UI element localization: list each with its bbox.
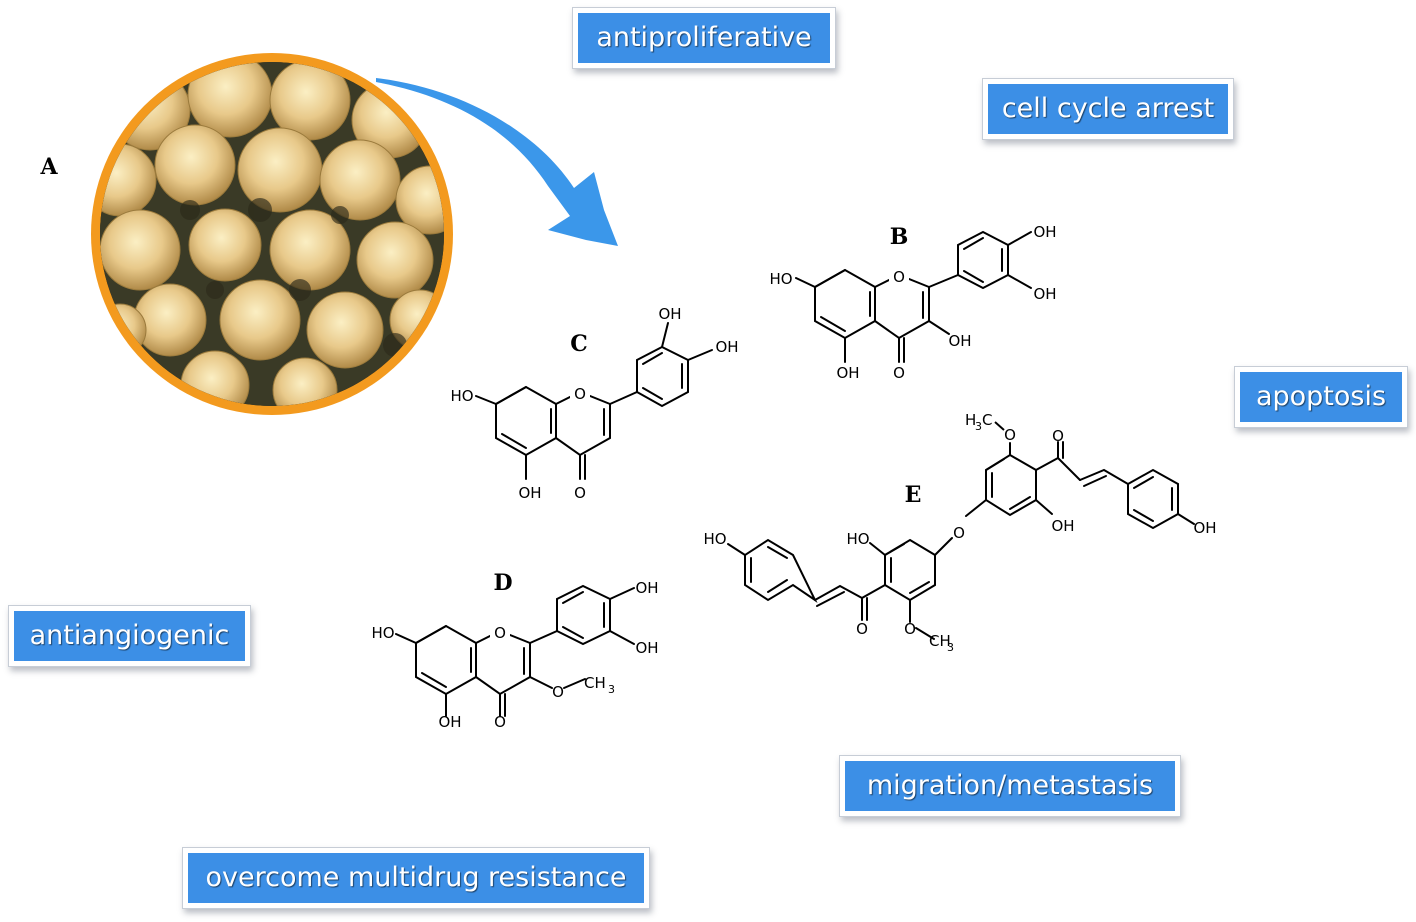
structure-c <box>475 322 713 480</box>
svg-text:O: O <box>953 524 965 542</box>
svg-text:OH: OH <box>948 332 971 350</box>
panel-label-e: E <box>905 482 922 508</box>
tag-migration-metastasis: migration/metastasis <box>845 761 1175 811</box>
svg-text:HO: HO <box>846 530 869 548</box>
svg-text:CH: CH <box>584 674 606 692</box>
chrysanthemum-flowers-photo-icon <box>100 62 444 406</box>
structure-b <box>795 230 1032 363</box>
tag-antiproliferative: antiproliferative <box>578 13 830 63</box>
svg-text:CH: CH <box>929 632 951 650</box>
svg-text:HO: HO <box>769 270 792 288</box>
panel-label-a: A <box>39 154 58 180</box>
panel-label-b: B <box>890 224 909 250</box>
svg-text:OH: OH <box>518 484 541 502</box>
svg-text:O: O <box>904 620 916 638</box>
svg-text:3: 3 <box>947 641 954 654</box>
panel-label-c: C <box>570 331 588 357</box>
tag-cell-cycle-arrest: cell cycle arrest <box>988 84 1228 134</box>
tag-apoptosis: apoptosis <box>1240 372 1402 422</box>
svg-text:3: 3 <box>975 420 982 433</box>
svg-text:O: O <box>574 385 586 403</box>
tag-overcome-multidrug-resistance: overcome multidrug resistance <box>188 853 644 903</box>
svg-text:OH: OH <box>438 713 461 731</box>
svg-text:OH: OH <box>836 364 859 382</box>
curved-arrow-icon <box>376 78 618 246</box>
svg-text:O: O <box>1004 426 1016 444</box>
svg-text:O: O <box>552 683 564 701</box>
svg-text:HO: HO <box>450 387 473 405</box>
svg-text:OH: OH <box>715 338 738 356</box>
svg-text:H: H <box>965 411 976 429</box>
structure-d <box>395 584 635 717</box>
svg-text:O: O <box>856 620 868 638</box>
svg-text:O: O <box>893 268 905 286</box>
structure-b-atoms: O OH OH HO OH OH O <box>769 223 1056 382</box>
flower-photo <box>91 53 453 415</box>
svg-text:O: O <box>494 624 506 642</box>
structure-d-atoms: O OH OH HO OH O O CH 3 <box>371 579 658 731</box>
tag-antiangiogenic: antiangiogenic <box>14 611 245 661</box>
svg-text:O: O <box>494 713 506 731</box>
svg-text:OH: OH <box>1033 285 1056 303</box>
svg-text:OH: OH <box>1193 519 1216 537</box>
svg-text:C: C <box>982 411 992 429</box>
structure-e <box>727 441 1195 640</box>
svg-text:O: O <box>893 364 905 382</box>
svg-text:O: O <box>574 484 586 502</box>
svg-text:O: O <box>1052 427 1064 445</box>
svg-text:OH: OH <box>635 579 658 597</box>
structure-e-atoms: H 3 C O O OH OH O HO HO O O CH 3 <box>703 411 1216 654</box>
svg-text:HO: HO <box>371 624 394 642</box>
svg-text:OH: OH <box>635 639 658 657</box>
svg-text:OH: OH <box>1051 517 1074 535</box>
svg-text:OH: OH <box>1033 223 1056 241</box>
svg-text:OH: OH <box>658 305 681 323</box>
structure-c-atoms: O OH OH HO OH O <box>450 305 738 502</box>
svg-text:HO: HO <box>703 530 726 548</box>
svg-text:3: 3 <box>608 683 615 696</box>
panel-label-d: D <box>493 570 512 596</box>
